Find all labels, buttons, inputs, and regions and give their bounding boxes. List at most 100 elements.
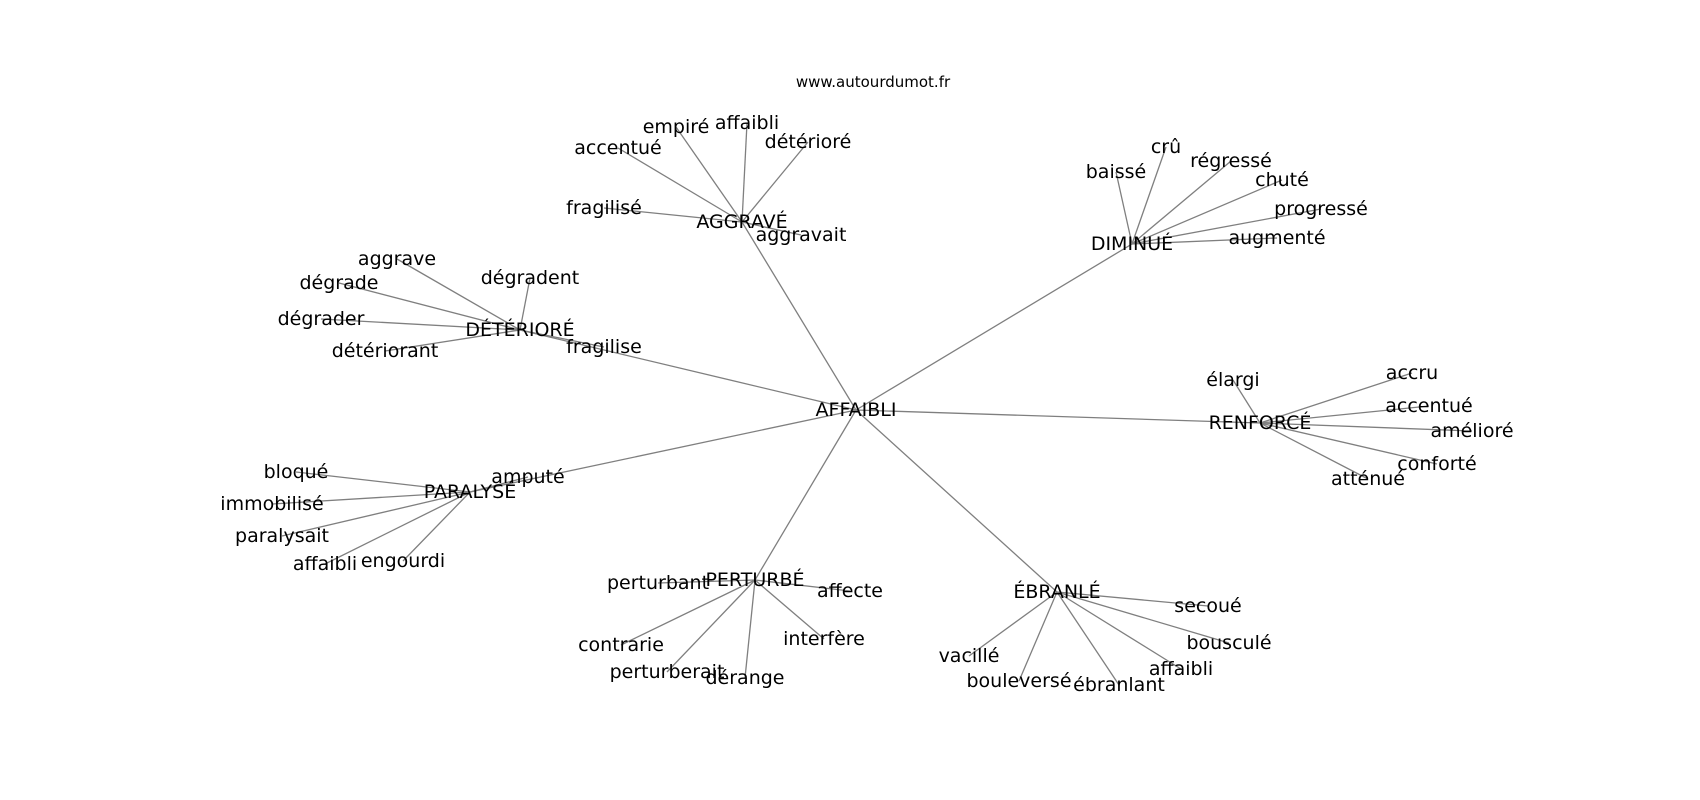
edge-renforce-leaf	[1259, 422, 1473, 432]
edge-aggrave-leaf	[675, 126, 743, 223]
leaf-word[interactable]: crû	[1151, 136, 1181, 158]
center-word[interactable]: AFFAIBLI	[816, 399, 897, 421]
edge-center-paralyse	[469, 409, 857, 493]
leaf-word[interactable]: secoué	[1174, 595, 1241, 617]
edge-center-renforce	[855, 409, 1261, 424]
hub-word-ebranle[interactable]: ÉBRANLÉ	[1013, 580, 1100, 603]
leaf-word[interactable]: aggravait	[756, 224, 847, 246]
edge-center-perturbe	[754, 409, 857, 581]
hub-word-deteriore[interactable]: DÉTÉRIORÉ	[465, 318, 574, 341]
edge-ebranle-leaf	[1056, 591, 1182, 670]
leaf-word[interactable]: régressé	[1190, 150, 1272, 172]
edge-deteriore-leaf	[384, 329, 521, 352]
leaf-word[interactable]: ébranlant	[1073, 674, 1165, 696]
edge-center-ebranle	[855, 409, 1058, 593]
edge-aggrave-leaf	[603, 207, 743, 223]
leaf-word[interactable]: accentué	[1385, 395, 1472, 417]
edge-deteriore-leaf	[396, 258, 521, 331]
hub-word-paralyse[interactable]: PARALYSÉ	[424, 480, 516, 503]
edge-perturbe-leaf	[754, 579, 825, 640]
edge-perturbe-leaf	[620, 579, 756, 646]
leaf-word[interactable]: perturberait	[610, 661, 725, 683]
edge-ebranle-leaf	[968, 591, 1058, 657]
leaf-word[interactable]: engourdi	[361, 550, 445, 572]
leaf-word[interactable]: dérange	[706, 667, 785, 689]
leaf-word[interactable]: bouleversé	[966, 670, 1071, 692]
leaf-word[interactable]: progressé	[1274, 198, 1368, 220]
edge-aggrave-leaf	[741, 122, 748, 223]
edge-diminue-leaf	[1131, 146, 1167, 245]
edge-diminue-leaf	[1115, 171, 1133, 245]
hub-word-aggrave[interactable]: AGGRAVÉ	[696, 210, 787, 233]
edge-renforce-leaf	[1259, 422, 1438, 465]
edge-renforce-leaf	[1259, 422, 1369, 480]
leaf-word[interactable]: affecte	[817, 580, 883, 602]
edge-renforce-leaf	[1259, 372, 1413, 424]
source-url[interactable]: www.autourdumot.fr	[796, 73, 951, 91]
leaf-word[interactable]: dégradent	[481, 267, 580, 289]
edge-diminue-leaf	[1131, 208, 1322, 245]
edge-ebranle-leaf	[1056, 591, 1209, 607]
leaf-word[interactable]: bloqué	[264, 461, 329, 483]
leaf-word[interactable]: atténué	[1331, 468, 1405, 490]
hub-word-renforce[interactable]: RENFORCÉ	[1209, 411, 1312, 434]
leaf-word[interactable]: perturbant	[607, 572, 709, 594]
edge-deteriore-leaf	[519, 277, 531, 331]
hub-word-perturbe[interactable]: PERTURBÉ	[705, 568, 804, 591]
leaf-word[interactable]: détériorant	[332, 340, 439, 362]
leaf-word[interactable]: augmenté	[1228, 227, 1325, 249]
leaf-word[interactable]: élargi	[1206, 369, 1259, 391]
leaf-word[interactable]: affaibli	[1149, 658, 1213, 680]
leaf-word[interactable]: vacillé	[939, 645, 1000, 667]
leaf-word[interactable]: conforté	[1397, 453, 1476, 475]
edge-diminue-leaf	[1131, 237, 1278, 245]
edge-renforce-leaf	[1232, 379, 1261, 424]
edge-paralyse-leaf	[271, 491, 471, 505]
edge-perturbe-leaf	[754, 579, 851, 592]
edge-ebranle-leaf	[1056, 591, 1120, 686]
edge-center-aggrave	[741, 221, 857, 411]
edge-aggrave-leaf	[741, 141, 809, 223]
edge-deteriore-leaf	[320, 318, 521, 331]
leaf-word[interactable]: dégrader	[278, 308, 365, 330]
leaf-word[interactable]: affaibli	[715, 112, 779, 134]
leaf-word[interactable]: accentué	[574, 137, 661, 159]
leaf-word[interactable]: accru	[1386, 362, 1438, 384]
edge-paralyse-leaf	[295, 471, 471, 493]
edge-paralyse-leaf	[281, 491, 471, 537]
edge-perturbe-leaf	[666, 579, 756, 673]
leaf-word[interactable]: empiré	[643, 116, 710, 138]
leaf-word[interactable]: amélioré	[1430, 420, 1513, 442]
leaf-word[interactable]: contrarie	[578, 634, 664, 656]
edge-aggrave-leaf	[741, 221, 802, 236]
edge-paralyse-leaf	[324, 491, 471, 565]
leaf-word[interactable]: baissé	[1086, 161, 1146, 183]
edge-renforce-leaf	[1259, 405, 1430, 424]
edge-ebranle-leaf	[1018, 591, 1058, 682]
leaf-word[interactable]: fragilisé	[566, 197, 642, 219]
edge-ebranle-leaf	[1056, 591, 1230, 644]
edge-paralyse-leaf	[469, 476, 529, 493]
edge-perturbe-leaf	[657, 579, 756, 584]
leaf-word[interactable]: amputé	[491, 466, 564, 488]
leaf-word[interactable]: dégrade	[299, 272, 378, 294]
leaf-word[interactable]: chuté	[1255, 169, 1309, 191]
leaf-word[interactable]: affaibli	[293, 553, 357, 575]
edge-deteriore-leaf	[519, 329, 605, 348]
edge-paralyse-leaf	[402, 491, 471, 562]
leaf-word[interactable]: immobilisé	[220, 493, 323, 515]
edge-deteriore-leaf	[338, 282, 521, 331]
leaf-word[interactable]: détérioré	[765, 131, 852, 153]
leaf-word[interactable]: bousculé	[1186, 632, 1271, 654]
edge-diminue-leaf	[1131, 160, 1232, 245]
leaf-word[interactable]: aggrave	[358, 248, 436, 270]
hub-word-diminue[interactable]: DIMINUÉ	[1091, 232, 1173, 255]
edge-perturbe-leaf	[744, 579, 756, 679]
leaf-word[interactable]: paralysait	[235, 525, 329, 547]
graph-edges	[271, 122, 1473, 686]
leaf-word[interactable]: fragilise	[566, 336, 642, 358]
leaf-word[interactable]: interfère	[783, 628, 865, 650]
edge-diminue-leaf	[1131, 179, 1283, 245]
